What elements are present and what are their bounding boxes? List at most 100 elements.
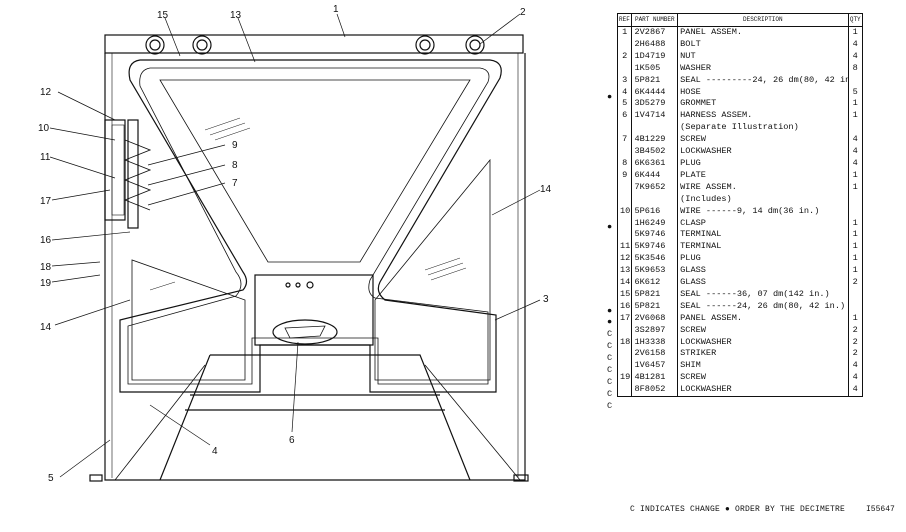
handle-recess <box>272 319 338 345</box>
callout-17: 17 <box>40 196 52 207</box>
row-flag <box>607 139 617 151</box>
ref-cell <box>616 193 633 206</box>
row-flag <box>607 103 617 115</box>
ref-cell: 18 <box>616 336 633 349</box>
callout-leaders <box>49 13 541 478</box>
qty-cell: 1 <box>847 26 863 39</box>
header-description: DESCRIPTION <box>677 13 849 27</box>
callout-2: 2 <box>520 7 526 18</box>
callout-13: 13 <box>230 10 242 21</box>
qty-cell: 8 <box>847 62 863 75</box>
part-number-cell: 2V6068 <box>631 312 679 325</box>
ref-cell: 4 <box>616 86 633 99</box>
row-flag <box>607 282 617 294</box>
top-rollers <box>145 35 485 55</box>
description-cell: LOCKWASHER <box>677 336 849 349</box>
right-side-glass <box>374 158 491 381</box>
qty-cell: 1 <box>847 241 863 254</box>
part-number-cell: 2V2867 <box>631 26 679 39</box>
qty-cell: 1 <box>847 265 863 278</box>
ref-cell <box>616 181 633 194</box>
description-cell: HOSE <box>677 86 849 99</box>
row-flag <box>607 234 617 246</box>
table-row: (Includes) <box>616 193 863 206</box>
ref-cell <box>616 122 633 135</box>
left-side-glass <box>131 259 246 381</box>
row-flag: C <box>607 388 613 399</box>
ref-cell <box>616 360 633 373</box>
row-flag: C <box>607 365 613 376</box>
part-number-cell: 1H3338 <box>631 336 679 349</box>
row-flag: C <box>607 376 613 387</box>
description-cell: WIRE ASSEM. <box>677 181 849 194</box>
description-cell: SCREW <box>677 372 849 385</box>
ref-cell: 9 <box>616 169 633 182</box>
part-number-cell <box>631 193 679 206</box>
qty-cell: 4 <box>847 146 863 158</box>
qty-cell <box>847 300 863 313</box>
ref-cell: 3 <box>616 74 633 87</box>
qty-cell <box>847 288 863 301</box>
row-flag: ● <box>607 91 613 102</box>
part-number-cell: 5K9746 <box>631 241 679 254</box>
description-cell: BOLT <box>677 38 849 51</box>
callout-6: 6 <box>289 435 295 446</box>
description-cell: GLASS <box>677 277 849 289</box>
row-flag <box>607 151 617 163</box>
qty-cell: 2 <box>847 336 863 349</box>
description-cell: PANEL ASSEM. <box>677 26 849 39</box>
ref-cell: 2 <box>616 50 633 63</box>
center-glass <box>159 79 471 263</box>
row-flag <box>607 56 617 68</box>
row-flag <box>607 80 617 92</box>
qty-cell <box>847 205 863 218</box>
ref-cell <box>616 229 633 242</box>
qty-cell: 1 <box>847 98 863 111</box>
part-number-cell: 6K612 <box>631 277 679 289</box>
description-cell: SEAL ---------24, 26 dm(80, 42 in.) <box>677 74 849 87</box>
qty-cell: 4 <box>847 50 863 63</box>
qty-cell: 1 <box>847 169 863 182</box>
part-number-cell: 1V4714 <box>631 110 679 123</box>
description-cell: PANEL ASSEM. <box>677 312 849 325</box>
qty-cell: 4 <box>847 134 863 147</box>
row-flag <box>607 44 617 56</box>
qty-cell <box>847 122 863 135</box>
part-number-cell: 5K9653 <box>631 265 679 278</box>
qty-cell <box>847 193 863 206</box>
description-cell: NUT <box>677 50 849 63</box>
qty-cell: 1 <box>847 181 863 194</box>
row-flag: C <box>607 353 613 364</box>
ref-cell: 5 <box>616 98 633 111</box>
description-cell: HARNESS ASSEM. <box>677 110 849 123</box>
callout-7: 7 <box>232 178 238 189</box>
ref-cell: 1 <box>616 26 633 39</box>
row-flag <box>607 258 617 270</box>
console-lights <box>285 281 314 289</box>
ref-cell <box>616 324 633 337</box>
description-cell: SEAL ------24, 26 dm(80, 42 in.) <box>677 300 849 313</box>
description-cell: GROMMET <box>677 98 849 111</box>
ref-cell: 19 <box>616 372 633 385</box>
ref-cell: 11 <box>616 241 633 254</box>
part-number-cell: 5K9746 <box>631 229 679 242</box>
part-number-cell: 4B1229 <box>631 134 679 147</box>
qty-cell: 2 <box>847 324 863 337</box>
part-number-cell: 1D4719 <box>631 50 679 63</box>
part-number-cell: 6K4444 <box>631 86 679 99</box>
description-cell: SCREW <box>677 324 849 337</box>
callout-1: 1 <box>333 4 339 15</box>
